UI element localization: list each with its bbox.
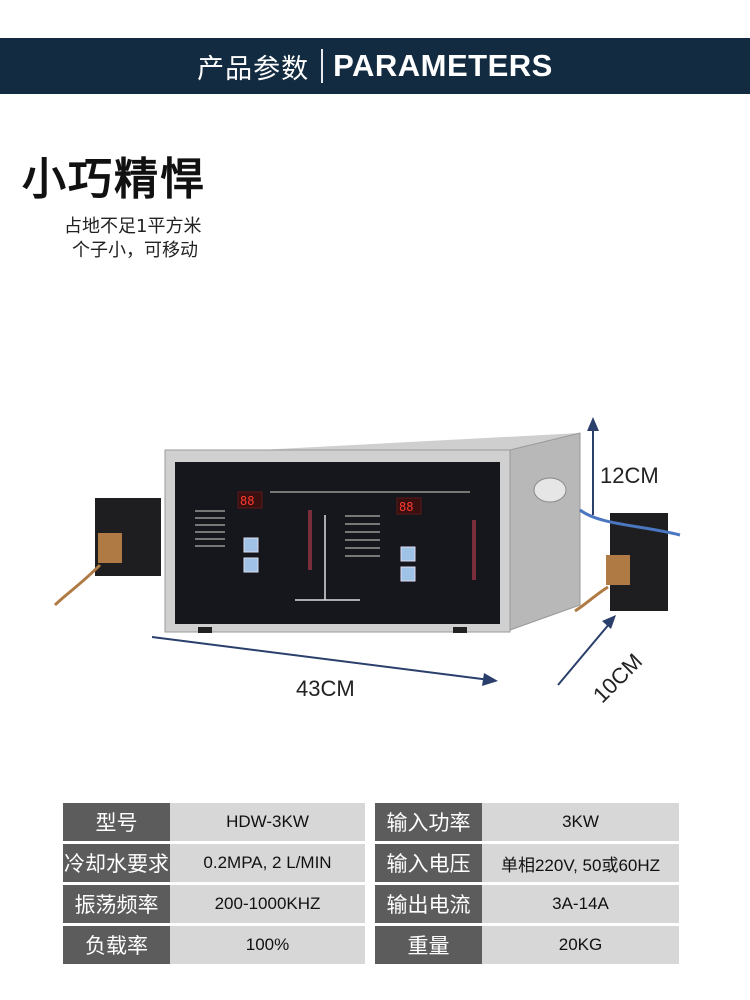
right-indicator-bar (472, 520, 476, 580)
param-label: 型号 (63, 803, 170, 841)
params-row: 冷却水要求 0.2MPA, 2 L/MIN 输入电压 单相220V, 50或60… (63, 844, 679, 882)
cabinet-foot-right (453, 627, 467, 633)
left-coil (53, 563, 102, 607)
params-row: 负载率 100% 重量 20KG (63, 926, 679, 964)
left-display (237, 491, 263, 509)
param-label: 重量 (375, 926, 482, 964)
header-title-en: PARAMETERS (333, 48, 553, 83)
width-label: 43CM (296, 676, 355, 701)
param-label: 输入电压 (375, 844, 482, 882)
product-illustration: 88 88 (53, 417, 681, 686)
params-table: 型号 HDW-3KW 输入功率 3KW 冷却水要求 0.2MPA, 2 L/MI… (63, 800, 679, 967)
header-divider (321, 49, 324, 83)
param-label: 负载率 (63, 926, 170, 964)
left-indicator-bar (308, 510, 312, 570)
param-value: 3A-14A (482, 885, 679, 923)
right-display (396, 497, 422, 515)
headline: 小巧精悍 (22, 154, 206, 205)
param-value: 单相220V, 50或60HZ (482, 844, 679, 882)
right-plus-button (400, 546, 416, 562)
depth-arrow (557, 622, 611, 686)
cabinet-side (509, 432, 581, 631)
param-value: HDW-3KW (170, 803, 365, 841)
param-label: 输入功率 (375, 803, 482, 841)
params-row: 型号 HDW-3KW 输入功率 3KW (63, 803, 679, 841)
param-label: 振荡频率 (63, 885, 170, 923)
height-label: 12CM (600, 463, 659, 488)
param-label: 冷却水要求 (63, 844, 170, 882)
height-arrow-head (587, 417, 599, 431)
param-value: 200-1000KHZ (170, 885, 365, 923)
water-hose (579, 508, 681, 537)
left-minus-button (243, 557, 259, 573)
subtext-line-2: 个子小，可移动 (72, 240, 198, 261)
param-value: 20KG (482, 926, 679, 964)
right-transformer-plate (606, 555, 630, 585)
subtext-line-1: 占地不足1平方米 (64, 216, 202, 237)
right-minus-button (400, 566, 416, 582)
param-value: 0.2MPA, 2 L/MIN (170, 844, 365, 882)
cabinet-foot-left (198, 627, 212, 633)
depth-arrow-head (602, 615, 616, 629)
svg-text:88: 88 (399, 500, 413, 514)
param-label: 输出电流 (375, 885, 482, 923)
param-value: 3KW (482, 803, 679, 841)
header-banner: 产品参数 PARAMETERS (0, 38, 750, 94)
panel-text-lines (195, 491, 470, 557)
control-panel (175, 462, 500, 624)
param-value: 100% (170, 926, 365, 964)
cabinet-handle (533, 477, 567, 503)
left-transformer-plate (98, 533, 122, 563)
width-arrow (151, 636, 491, 681)
svg-text:88: 88 (240, 494, 254, 508)
left-plus-button (243, 537, 259, 553)
width-arrow-head (482, 673, 498, 686)
right-coil (574, 585, 609, 613)
header-title-cn: 产品参数 (197, 53, 310, 85)
params-row: 振荡频率 200-1000KHZ 输出电流 3A-14A (63, 885, 679, 923)
